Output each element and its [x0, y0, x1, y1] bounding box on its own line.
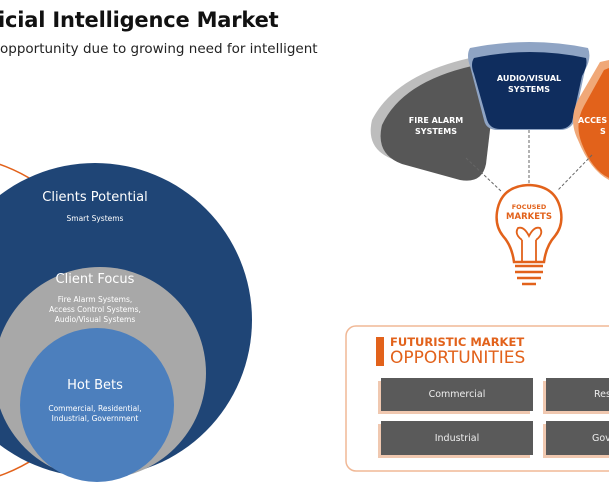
fire-alarm-segment	[380, 66, 494, 181]
audio-visual-label: AUDIO/VISUAL SYSTEMS	[488, 73, 570, 95]
bulb-line: MARKETS	[506, 212, 552, 222]
opportunity-government: Gov	[546, 421, 609, 455]
middle-circle-detail: Fire Alarm Systems, Access Control Syste…	[0, 295, 190, 325]
fire-alarm-label: FIRE ALARM SYSTEMS	[396, 115, 476, 137]
middle-circle-title: Client Focus	[55, 272, 135, 287]
opportunity-commercial: Commercial	[381, 378, 533, 411]
label-line: ACCES	[578, 116, 608, 125]
opportunity-residential: Res	[546, 378, 609, 411]
label-line: S	[600, 127, 606, 136]
heading-accent-bar	[376, 337, 384, 366]
label-line: FIRE ALARM	[408, 116, 464, 125]
page-title: icial Intelligence Market	[0, 8, 279, 32]
opportunity-industrial: Industrial	[381, 421, 533, 455]
page-subtitle: opportunity due to growing need for inte…	[0, 41, 318, 57]
detail-line: Fire Alarm Systems,	[57, 295, 133, 304]
opportunities-heading: FUTURISTIC MARKET OPPORTUNITIES	[390, 335, 526, 368]
detail-line: Commercial, Residential,	[48, 404, 142, 413]
outer-circle-detail: Smart Systems	[66, 214, 124, 223]
bulb-line: FOCUSED	[511, 203, 547, 211]
inner-circle-title: Hot Bets	[67, 378, 123, 393]
detail-line: Audio/Visual Systems	[54, 315, 136, 324]
inner-circle-detail: Commercial, Residential, Industrial, Gov…	[0, 404, 190, 424]
opportunities-frame	[345, 325, 609, 472]
heading-line-2: OPPORTUNITIES	[390, 348, 526, 368]
audio-visual-segment	[472, 52, 587, 129]
heading-line-1: FUTURISTIC MARKET	[390, 335, 525, 349]
outer-circle-title: Clients Potential	[42, 190, 148, 205]
lightbulb-icon	[495, 183, 563, 286]
label-line: AUDIO/VISUAL	[496, 74, 562, 83]
detail-line: Industrial, Government	[51, 414, 139, 423]
detail-line: Access Control Systems,	[49, 305, 141, 314]
access-control-label: ACCES S	[578, 115, 609, 137]
access-segment	[578, 68, 609, 178]
label-line: SYSTEMS	[508, 85, 550, 94]
label-line: SYSTEMS	[415, 127, 457, 136]
bulb-label: FOCUSED MARKETS	[500, 202, 558, 222]
inner-circle	[20, 328, 174, 482]
